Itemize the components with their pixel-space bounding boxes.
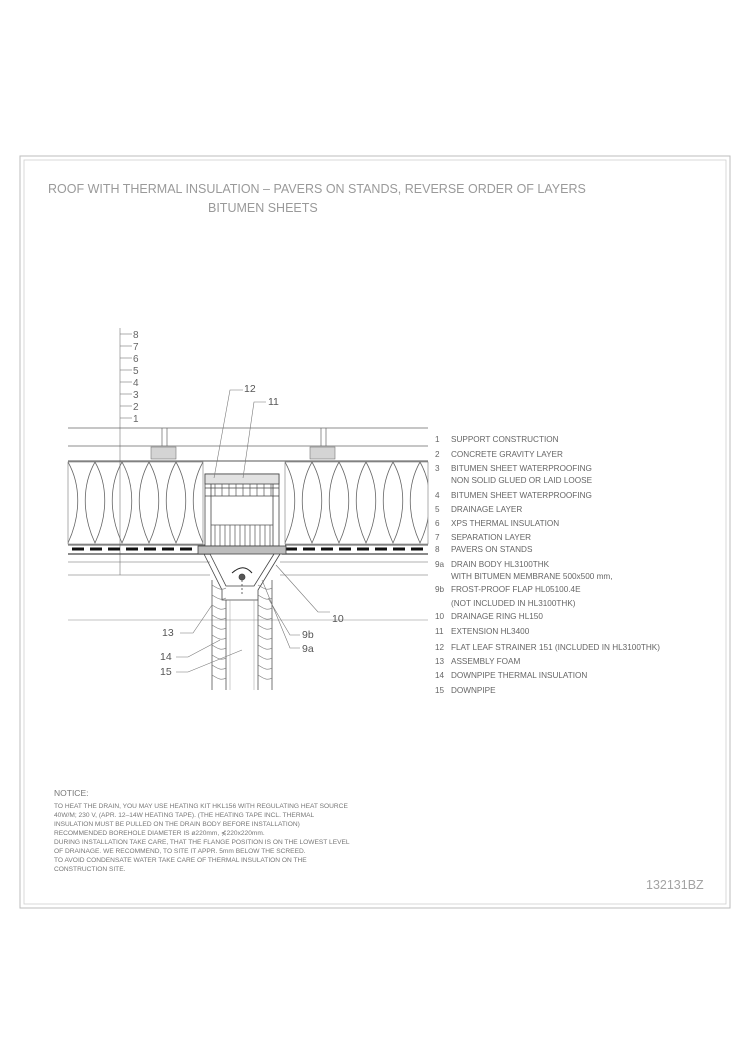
callout-12: 12 [244, 383, 256, 395]
legend-num: 11 [435, 627, 444, 636]
callout-leaders [176, 389, 330, 673]
concrete-gravity-layer [68, 561, 428, 576]
callout-14: 14 [160, 651, 172, 663]
callout-11: 11 [268, 396, 279, 408]
legend-num: 7 [435, 533, 440, 542]
xps-insulation-left [68, 462, 203, 544]
legend-num: 14 [435, 671, 445, 680]
layer-number-5: 5 [133, 366, 139, 377]
legend-text: DRAINAGE RING HL150 [451, 612, 543, 621]
legend-text: SEPARATION LAYER [451, 533, 531, 542]
notice-line: TO HEAT THE DRAIN, YOU MAY USE HEATING K… [54, 803, 348, 810]
notice-line: INSULATION MUST BE PULLED ON THE DRAIN B… [54, 821, 300, 828]
notice-line: CONSTRUCTION SITE. [54, 866, 126, 873]
legend-text: XPS THERMAL INSULATION [451, 519, 559, 528]
layer-number-scale [119, 328, 132, 575]
legend-text: ASSEMBLY FOAM [451, 657, 520, 666]
drain-assembly [197, 473, 287, 601]
legend-num: 4 [435, 491, 440, 500]
legend: 1 SUPPORT CONSTRUCTION 2 CONCRETE GRAVIT… [435, 435, 660, 695]
layer-number-7: 7 [133, 342, 139, 353]
layer-number-8: 8 [133, 330, 139, 341]
layer-number-4: 4 [133, 378, 139, 389]
legend-num: 2 [435, 450, 440, 459]
legend-text: CONCRETE GRAVITY LAYER [451, 450, 563, 459]
legend-text: BITUMEN SHEET WATERPROOFING [451, 491, 592, 500]
legend-text: SUPPORT CONSTRUCTION [451, 435, 559, 444]
callout-9a: 9a [302, 643, 314, 655]
downpipe-insulation-pattern [211, 584, 273, 680]
legend-num: 8 [435, 545, 440, 554]
legend-num: 12 [435, 643, 445, 652]
layer-number-6: 6 [133, 354, 139, 365]
legend-text: DRAIN BODY HL3100THK [451, 560, 550, 569]
legend-text: WITH BITUMEN MEMBRANE 500x500 mm, [451, 572, 613, 581]
drawing-title-line2: BITUMEN SHEETS [208, 201, 318, 215]
notice-line: TO AVOID CONDENSATE WATER TAKE CARE OF T… [54, 857, 307, 864]
legend-text: FROST-PROOF FLAP HL05100.4E [451, 585, 581, 594]
drawing-code: 132131BZ [646, 878, 704, 892]
xps-insulation-right [285, 462, 428, 544]
legend-text: DRAINAGE LAYER [451, 505, 522, 514]
callout-13: 13 [162, 627, 174, 639]
insulation-boundary-right [284, 461, 429, 545]
notice-line: OF DRAINAGE. WE RECOMMEND, TO SITE IT AP… [54, 848, 306, 855]
notice-heading: NOTICE: [54, 788, 88, 798]
legend-text: (NOT INCLUDED IN HL3100THK) [451, 599, 576, 608]
legend-num: 3 [435, 464, 440, 473]
drawing-title-line1: ROOF WITH THERMAL INSULATION – PAVERS ON… [48, 182, 586, 196]
notice-line: 40W/M; 230 V, (APR. 12–14W HEATING TAPE)… [54, 812, 314, 819]
legend-text: BITUMEN SHEET WATERPROOFING [451, 464, 592, 473]
layer-number-3: 3 [133, 390, 139, 401]
legend-num: 10 [435, 612, 445, 621]
notice-line: RECOMMENDED BOREHOLE DIAMETER IS ø220mm,… [54, 829, 265, 837]
callout-15: 15 [160, 666, 172, 678]
downpipe [211, 580, 273, 690]
legend-text: FLAT LEAF STRAINER 151 (INCLUDED IN HL31… [451, 643, 660, 652]
paver-stand-left [150, 446, 177, 460]
layer-number-1: 1 [133, 414, 139, 425]
paver-stand-right [309, 446, 336, 460]
legend-num: 1 [435, 435, 440, 444]
inner-frame [23, 159, 727, 905]
insulation-boundary-left [67, 461, 204, 545]
legend-num: 5 [435, 505, 440, 514]
waterproofing-layers [68, 544, 428, 555]
legend-num: 9b [435, 585, 445, 594]
legend-num: 15 [435, 686, 445, 695]
notice-line: DURING INSTALLATION TAKE CARE, THAT THE … [54, 839, 350, 846]
pavers-layer [68, 427, 428, 447]
callout-9b: 9b [302, 629, 314, 641]
notice-block: NOTICE: TO HEAT THE DRAIN, YOU MAY USE H… [54, 788, 350, 873]
legend-num: 13 [435, 657, 445, 666]
callout-10: 10 [332, 613, 344, 625]
legend-num: 6 [435, 519, 440, 528]
layer-number-2: 2 [133, 402, 139, 413]
legend-num: 9a [435, 560, 445, 569]
outer-frame [19, 155, 731, 909]
legend-text: PAVERS ON STANDS [451, 545, 533, 554]
legend-text: DOWNPIPE THERMAL INSULATION [451, 671, 587, 680]
legend-text: EXTENSION HL3400 [451, 627, 530, 636]
legend-text: DOWNPIPE [451, 686, 496, 695]
legend-text: NON SOLID GLUED OR LAID LOOSE [451, 476, 593, 485]
